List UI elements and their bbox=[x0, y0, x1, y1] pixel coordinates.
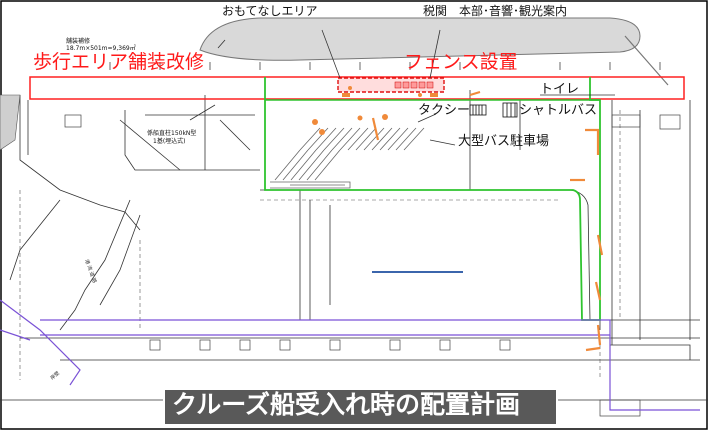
omotenashi-area-label: おもてなしエリア bbox=[222, 4, 318, 18]
left-wharf bbox=[0, 94, 21, 151]
svg-text:岸壁: 岸壁 bbox=[49, 370, 61, 382]
toilet-label: トイレ bbox=[540, 82, 580, 97]
dashed-lines bbox=[19, 110, 621, 380]
leader-lines bbox=[189, 29, 615, 146]
callout-balloon bbox=[199, 17, 641, 61]
shuttle-bus-label: シャトルバス bbox=[519, 103, 598, 118]
fence-outline bbox=[337, 77, 445, 93]
bus-stalls bbox=[274, 127, 425, 181]
walk-area-outline bbox=[29, 76, 685, 100]
bus-parking-label: 大型バス駐車場 bbox=[458, 134, 550, 149]
bus-row-outline bbox=[270, 181, 351, 189]
bus-area-outline bbox=[264, 77, 601, 321]
booths bbox=[394, 81, 434, 89]
top-tick-marks bbox=[109, 62, 661, 70]
page-title: クルーズ船受入れ時の配置計画 bbox=[172, 390, 521, 419]
bottom-boxes bbox=[64, 114, 681, 417]
taxi-hatch-icon bbox=[469, 104, 487, 116]
pavement-note-label: 舗装補修 bbox=[66, 38, 91, 45]
orange-arrows bbox=[371, 90, 604, 352]
orange-entry-markers bbox=[342, 93, 438, 97]
purple-outline bbox=[0, 299, 700, 411]
orange-markers bbox=[312, 86, 422, 135]
svg-text:港 湾 道 路: 港 湾 道 路 bbox=[83, 258, 98, 284]
taxi-label: タクシー bbox=[418, 103, 471, 118]
quay-structure bbox=[0, 90, 708, 401]
fence-installation-label: フェンス設置 bbox=[404, 51, 518, 73]
shuttle-hatch-icon bbox=[502, 102, 518, 118]
pavement-dims-label: 18.7m×501m=9,369㎡ bbox=[66, 45, 136, 52]
title-banner bbox=[163, 388, 558, 426]
bollard-count-label: 1基(埋込式) bbox=[153, 138, 186, 145]
bollard-note-label: 係船直柱150kN型 bbox=[147, 130, 197, 137]
walk-area-paving-label: 歩行エリア舗装改修 bbox=[33, 51, 205, 73]
customs-hq-label: 税関 本部･音響･観光案内 bbox=[423, 4, 568, 18]
